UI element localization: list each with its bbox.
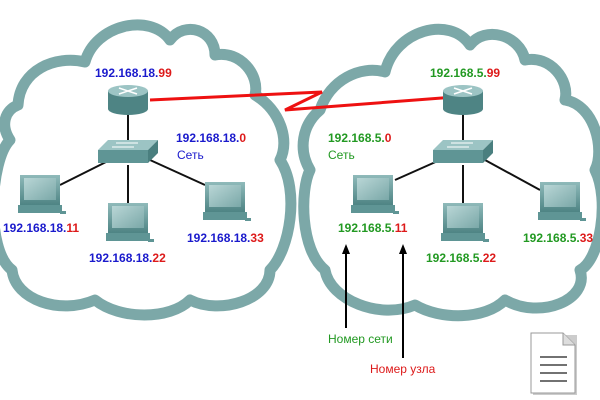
ip-network-part: 192.168.18.: [187, 231, 251, 245]
network-caption-left: Сеть: [177, 148, 204, 162]
pc-left-2-icon[interactable]: [106, 203, 154, 242]
switch-left-icon[interactable]: [98, 140, 158, 163]
network-caption-right: Сеть: [328, 148, 355, 162]
cloud-right: [297, 23, 600, 322]
pc-left-2-ip: 192.168.18.22: [89, 251, 166, 265]
pc-left-1-icon[interactable]: [18, 175, 66, 214]
ip-network-part: 192.168.18.: [89, 251, 153, 265]
ip-host-part: 33: [250, 231, 264, 245]
cloud-left: [0, 19, 297, 321]
pc-left-3-ip: 192.168.18.33: [187, 231, 264, 245]
switch-right-icon[interactable]: [433, 140, 493, 163]
document-icon[interactable]: [530, 332, 577, 395]
lan-cables-right: [394, 110, 541, 205]
network-number-label: Номер сети: [328, 332, 393, 346]
ip-host-part: 22: [152, 251, 166, 265]
ip-network-part: 192.168.5.: [338, 221, 395, 235]
ip-host-part: 11: [394, 221, 408, 235]
ip-network-part: 192.168.18.: [176, 131, 240, 145]
pc-right-3-ip: 192.168.5.33: [523, 231, 593, 245]
pc-right-2-ip: 192.168.5.22: [426, 251, 496, 265]
router-right-icon[interactable]: [443, 85, 483, 115]
pc-right-2-icon[interactable]: [441, 203, 489, 242]
router-left-icon[interactable]: [108, 85, 148, 115]
network-address-left: 192.168.18.0: [176, 131, 246, 145]
ip-network-part: 192.168.5.: [430, 66, 487, 80]
ip-host-part: 99: [158, 66, 172, 80]
ip-network-part: 192.168.5.: [426, 251, 483, 265]
router-left-ip: 192.168.18.99: [95, 66, 172, 80]
ip-host-part: 99: [486, 66, 501, 80]
arrow-network-number: [342, 244, 350, 328]
router-right-ip: 192.168.5.99: [430, 66, 500, 80]
lan-cables-left: [59, 110, 206, 205]
ip-host-part: 22: [482, 251, 497, 265]
pc-right-1-icon[interactable]: [351, 175, 399, 214]
network-address-right: 192.168.5.0: [328, 131, 391, 145]
pc-right-3-icon[interactable]: [538, 182, 586, 221]
ip-network-part: 192.168.18.: [3, 221, 67, 235]
ip-network-part: 192.168.5.: [328, 131, 385, 145]
ip-network-part: 192.168.18.: [95, 66, 159, 80]
pc-right-1-ip: 192.168.5.11: [338, 221, 407, 235]
pc-left-3-icon[interactable]: [203, 182, 251, 221]
host-number-label: Номер узла: [370, 362, 436, 376]
arrow-host-number: [399, 244, 407, 358]
wan-serial-link: [149, 90, 456, 112]
ip-host-part: 0: [384, 131, 392, 145]
pc-left-1-ip: 192.168.18.11: [3, 221, 79, 235]
ip-host-part: 0: [239, 131, 247, 145]
ip-network-part: 192.168.5.: [523, 231, 580, 245]
ip-host-part: 11: [66, 221, 80, 235]
ip-host-part: 33: [579, 231, 594, 245]
